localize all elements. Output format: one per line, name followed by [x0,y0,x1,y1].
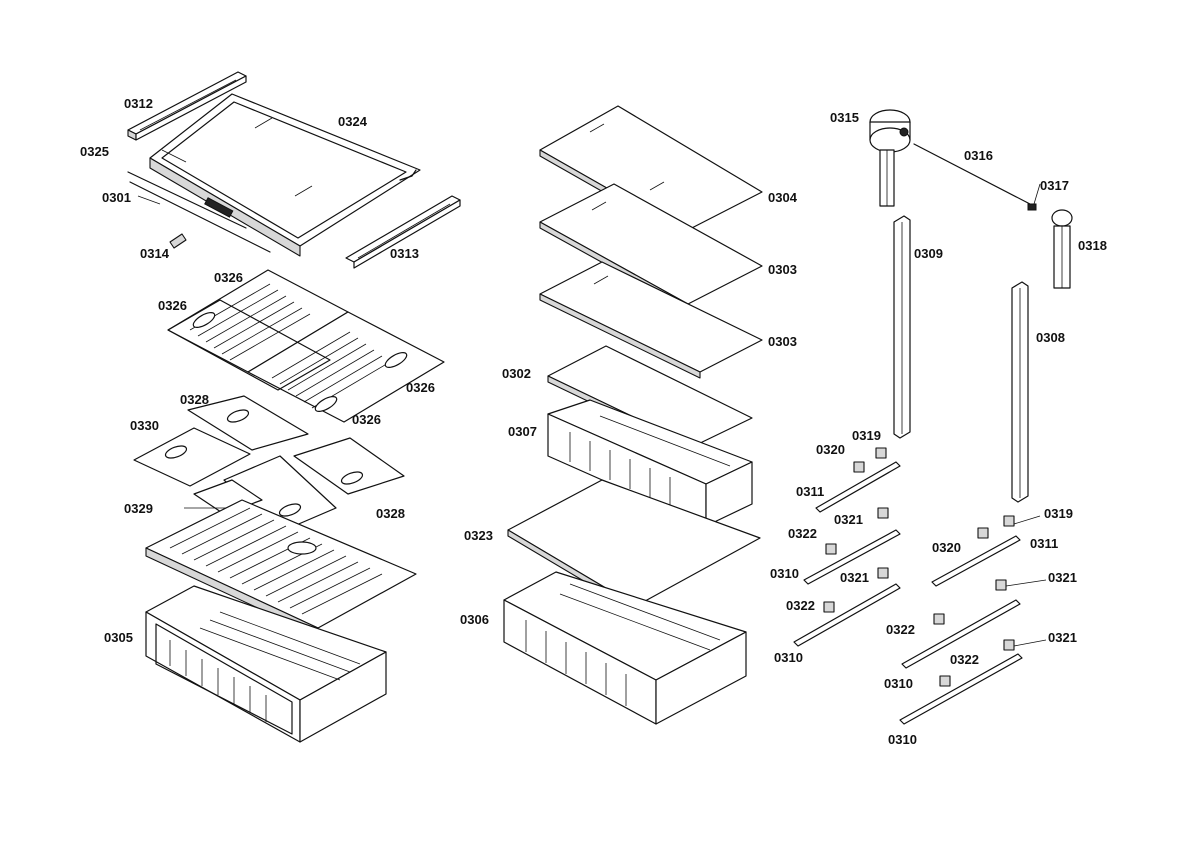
label-0326-b: 0326 [158,298,187,313]
label-0313: 0313 [390,246,419,261]
part-0317-pin [1027,203,1037,211]
label-0319-b: 0319 [1044,506,1073,521]
label-0316: 0316 [964,148,993,163]
label-0328-a: 0328 [180,392,209,407]
label-0309: 0309 [914,246,943,261]
label-0310-d: 0310 [888,732,917,747]
label-0317: 0317 [1040,178,1069,193]
label-0305: 0305 [104,630,133,645]
part-0314-clip [169,233,187,249]
label-0322-a: 0322 [788,526,817,541]
label-0320-b: 0320 [932,540,961,555]
part-0301-rod [129,181,271,253]
part-small-clips [823,447,1015,687]
label-0306: 0306 [460,612,489,627]
part-0306-drawer [503,571,747,725]
part-0311-rail-b [931,535,1021,587]
label-0303-a: 0303 [768,262,797,277]
label-0319-a: 0319 [852,428,881,443]
part-0326-mats [167,269,445,423]
label-0322-b: 0322 [786,598,815,613]
part-0310-rail-c [901,599,1021,669]
part-0305-drawer [145,585,387,743]
label-0330: 0330 [130,418,159,433]
part-0318-bracket [1051,209,1073,289]
label-0310-c: 0310 [884,676,913,691]
label-0314: 0314 [140,246,170,261]
part-0312-rail [127,71,247,141]
label-0326-d: 0326 [352,412,381,427]
label-0322-d: 0322 [950,652,979,667]
label-0310-a: 0310 [770,566,799,581]
part-0328-0330-panels [133,395,405,533]
part-0308-column [1011,281,1029,503]
label-0301: 0301 [102,190,131,205]
part-0303-shelf-b [539,261,763,379]
part-0316-rod [913,143,1031,205]
part-0315-motor [869,109,911,207]
label-0312: 0312 [124,96,153,111]
label-0323: 0323 [464,528,493,543]
label-0329: 0329 [124,501,153,516]
label-0328-b: 0328 [376,506,405,521]
label-0326-c: 0326 [406,380,435,395]
label-0322-c: 0322 [886,622,915,637]
label-0307: 0307 [508,424,537,439]
label-0304: 0304 [768,190,798,205]
part-0309-column [893,215,911,439]
label-0324: 0324 [338,114,368,129]
label-0302: 0302 [502,366,531,381]
label-0318: 0318 [1078,238,1107,253]
label-0311-b: 0311 [1030,536,1058,551]
part-0307-drawer [547,399,753,527]
part-0310-rail-b [793,583,901,647]
part-0325-rod [127,171,247,229]
label-0321-b: 0321 [840,570,869,585]
label-0325: 0325 [80,144,109,159]
part-0310-rail-a [803,529,901,585]
label-0308: 0308 [1036,330,1065,345]
label-0303-b: 0303 [768,334,797,349]
label-0315: 0315 [830,110,859,125]
leader-lines [137,149,1047,647]
part-0313-rail [345,195,461,269]
label-0311-a: 0311 [796,484,824,499]
label-0310-b: 0310 [774,650,803,665]
label-0320-a: 0320 [816,442,845,457]
part-0324-glass-shelf [149,93,421,257]
label-0321-a: 0321 [834,512,863,527]
label-0326-a: 0326 [214,270,243,285]
part-0310-rail-d [899,653,1023,725]
part-0311-rail-a [815,461,901,513]
part-labels: 0312 0324 0325 0301 0314 0313 0326 0326 … [80,96,1107,747]
label-0321-d: 0321 [1048,630,1077,645]
label-0321-c: 0321 [1048,570,1077,585]
